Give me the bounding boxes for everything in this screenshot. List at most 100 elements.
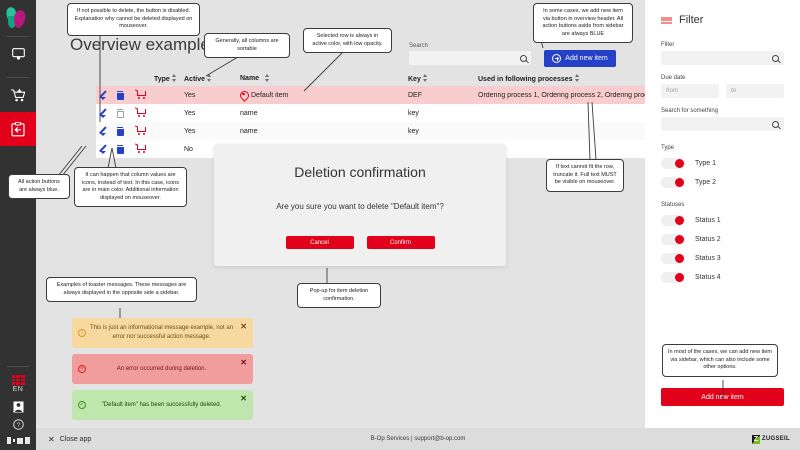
- toast-message: An error occurred during deletion.: [116, 365, 207, 372]
- due-date-label: Due date: [661, 75, 686, 81]
- search-something-input[interactable]: [661, 117, 784, 131]
- toggle-status-4[interactable]: Status 4: [661, 272, 784, 283]
- cell-key: key: [408, 127, 419, 135]
- filter-input[interactable]: [661, 51, 784, 65]
- sidebar-item-user[interactable]: [0, 398, 36, 416]
- cart-cell[interactable]: [128, 89, 154, 100]
- cancel-button[interactable]: Cancel: [285, 236, 354, 249]
- cart-icon: [134, 89, 147, 100]
- sort-icon[interactable]: [422, 73, 428, 82]
- search-input[interactable]: [409, 51, 531, 65]
- sidebar-item-monitor[interactable]: [0, 37, 36, 71]
- dialog-title: Deletion confirmation: [294, 164, 426, 180]
- trash-icon-disabled: [116, 108, 124, 118]
- confirm-button[interactable]: Confirm: [366, 236, 435, 249]
- toggle-switch[interactable]: [661, 158, 685, 169]
- filter-menu-icon[interactable]: [661, 16, 672, 24]
- toggle-label: Status 4: [695, 274, 721, 281]
- close-app-label: Close app: [59, 435, 92, 443]
- cell-key: DEF: [408, 91, 422, 99]
- cell-active: Yes: [184, 109, 196, 117]
- delete-button[interactable]: [112, 126, 128, 136]
- sort-icon[interactable]: [207, 73, 212, 82]
- cart-cell[interactable]: [128, 143, 154, 154]
- monitor-icon: [11, 48, 25, 60]
- delete-button[interactable]: [112, 144, 128, 154]
- sidebar-divider: [7, 36, 29, 37]
- edit-button[interactable]: [96, 91, 112, 100]
- toggle-label: Type 1: [695, 160, 717, 167]
- edit-button[interactable]: [96, 109, 112, 118]
- toggle-switch[interactable]: [661, 234, 685, 245]
- sort-icon[interactable]: [265, 74, 270, 82]
- toggle-switch[interactable]: [661, 272, 685, 283]
- filter-sidebar-header: Filter: [645, 0, 800, 26]
- pencil-icon: [99, 127, 109, 136]
- filter-title: Filter: [679, 14, 704, 26]
- cell-active: Yes: [184, 91, 196, 99]
- footer-contact: B-Op Services | support@b-op.com: [370, 436, 466, 442]
- sidebar-item-clipboard[interactable]: [0, 112, 36, 146]
- cart-cell[interactable]: [128, 125, 154, 136]
- edit-button[interactable]: [96, 145, 112, 154]
- cell-name: name: [240, 109, 258, 117]
- cell-name: Default item: [240, 91, 408, 100]
- table-row[interactable]: Yes name key: [96, 122, 666, 140]
- cart-icon: [134, 107, 147, 118]
- callout-sidebar-add-item: In most of the cases, we can add new ite…: [662, 344, 778, 377]
- toggle-status-2[interactable]: Status 2: [661, 234, 784, 245]
- toggle-label: Type 2: [695, 179, 717, 186]
- callout-selected-row: Selected row is always in active color, …: [303, 28, 392, 53]
- due-date-to-input[interactable]: to: [726, 84, 784, 98]
- edit-button[interactable]: [96, 127, 112, 136]
- close-icon[interactable]: ✕: [240, 322, 247, 331]
- add-new-item-button-header[interactable]: Add new item: [544, 50, 616, 67]
- sidebar-item-cart[interactable]: [0, 78, 36, 112]
- user-icon: [13, 401, 23, 413]
- cell-active: No: [184, 145, 193, 153]
- cart-cell[interactable]: [128, 107, 154, 118]
- callout-deletion-popup: Pop-up for item deletion confirmation.: [297, 283, 381, 308]
- help-icon: ?: [12, 418, 24, 430]
- language-flag-icon[interactable]: [11, 375, 25, 385]
- toast-message: "Default item" has been successfully del…: [101, 401, 222, 408]
- page-title: Overview example: [70, 35, 210, 54]
- toggle-switch[interactable]: [661, 253, 685, 264]
- deletion-confirmation-dialog: Deletion confirmation Are you sure you w…: [214, 144, 506, 266]
- toggle-switch[interactable]: [661, 177, 685, 188]
- toggle-type-2[interactable]: Type 2: [661, 177, 784, 188]
- callout-add-new-item-header: In some cases, we add new item via butto…: [533, 3, 633, 43]
- toggle-status-3[interactable]: Status 3: [661, 253, 784, 264]
- close-icon[interactable]: ✕: [240, 394, 247, 403]
- delete-button[interactable]: [112, 90, 128, 100]
- b-op-leaf-logo-icon[interactable]: [5, 6, 31, 30]
- due-date-from-input[interactable]: from: [661, 84, 719, 98]
- sort-icon[interactable]: [171, 73, 177, 82]
- column-header-type[interactable]: Type: [154, 73, 184, 83]
- callout-sortable-columns: Generally, all columns are sortable: [204, 33, 290, 58]
- column-header-key[interactable]: Key: [408, 73, 478, 83]
- toggle-status-1[interactable]: Status 1: [661, 215, 784, 226]
- close-icon[interactable]: ✕: [240, 358, 247, 367]
- close-app-button[interactable]: ✕ Close app: [48, 435, 91, 444]
- table-row[interactable]: Yes name key: [96, 104, 666, 122]
- pencil-icon: [99, 145, 109, 154]
- sort-icon[interactable]: [574, 73, 580, 82]
- zugseil-logo: Z ZUGSEIL: [751, 434, 790, 444]
- sidebar-item-help[interactable]: ?: [0, 416, 36, 432]
- toggle-switch[interactable]: [661, 215, 685, 226]
- add-new-item-button-sidebar[interactable]: Add new item: [661, 388, 784, 406]
- left-sidebar: EN ?: [0, 0, 36, 450]
- location-pin-icon: [240, 91, 247, 100]
- column-header-active[interactable]: Active: [184, 73, 240, 83]
- cell-active: Yes: [184, 127, 196, 135]
- toggle-type-1[interactable]: Type 1: [661, 158, 784, 169]
- column-header-name[interactable]: Name: [240, 74, 408, 82]
- toast-error: × An error occurred during deletion. ✕: [72, 354, 253, 384]
- column-header-processes[interactable]: Used in following processes: [478, 73, 666, 83]
- language-label[interactable]: EN: [12, 386, 24, 393]
- table-row[interactable]: Yes Default item DEF Ordering process 1,…: [96, 86, 666, 104]
- svg-text:?: ?: [16, 422, 20, 429]
- search-field-group: Search: [409, 43, 531, 65]
